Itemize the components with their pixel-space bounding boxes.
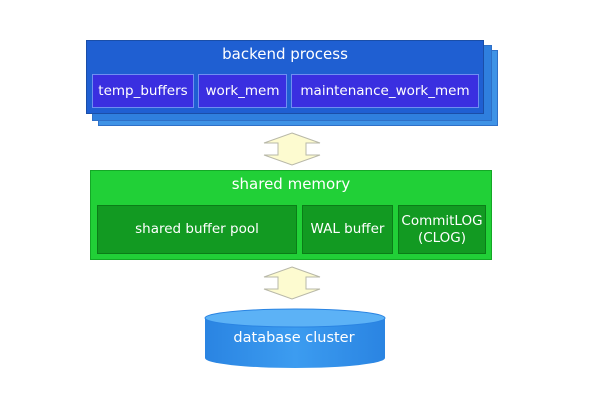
double-arrow-icon bbox=[263, 266, 321, 300]
temp-buffers-cell: temp_buffers bbox=[92, 74, 194, 108]
wal-buffer-cell: WAL buffer bbox=[302, 205, 393, 254]
backend-process-box: backend process temp_buffers work_mem ma… bbox=[86, 40, 484, 114]
clog-label: (CLOG) bbox=[417, 229, 467, 246]
work-mem-cell: work_mem bbox=[198, 74, 287, 108]
database-cylinder-icon bbox=[204, 308, 386, 368]
shared-buffer-pool-cell: shared buffer pool bbox=[97, 205, 297, 254]
commitlog-label: CommitLOG bbox=[401, 212, 483, 229]
database-cluster-label: database cluster bbox=[233, 330, 355, 346]
commitlog-cell: CommitLOG (CLOG) bbox=[398, 205, 486, 254]
shared-memory-title: shared memory bbox=[231, 175, 351, 193]
shared-memory-box: shared memory shared buffer pool WAL buf… bbox=[90, 170, 492, 260]
maintenance-work-mem-cell: maintenance_work_mem bbox=[291, 74, 479, 108]
double-arrow-icon bbox=[263, 132, 321, 166]
backend-process-title: backend process bbox=[222, 45, 348, 63]
